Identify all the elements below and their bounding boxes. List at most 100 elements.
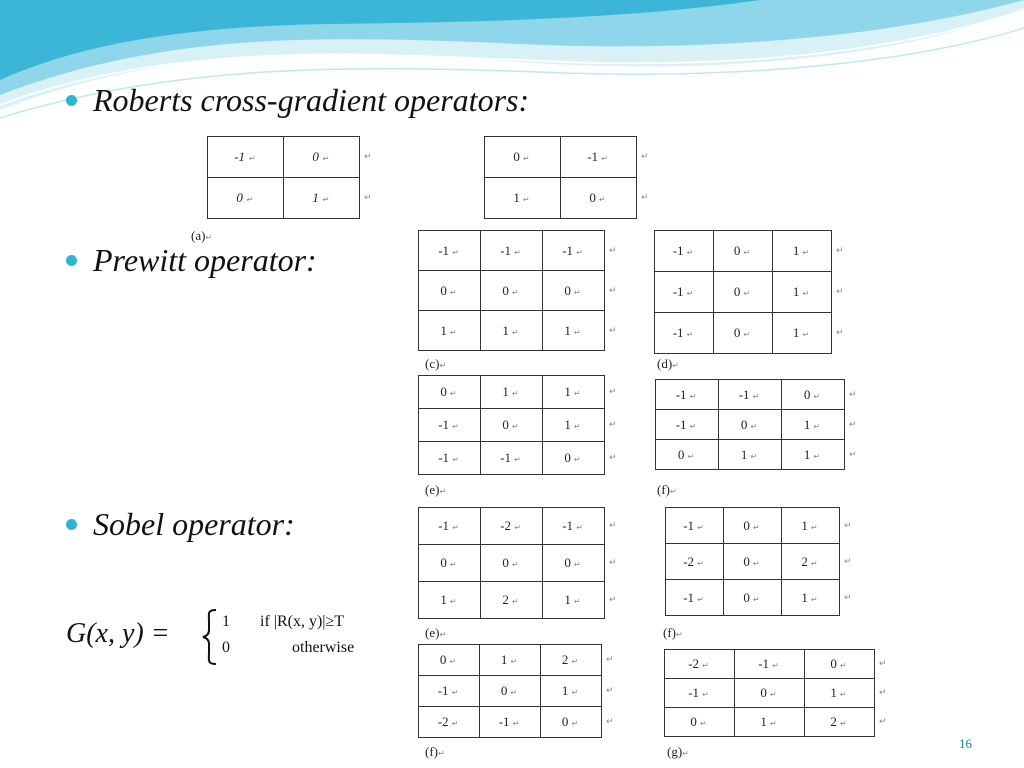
matrix-row: -1↵0↵1↵: [654, 230, 832, 272]
matrix-cell-value: -1: [738, 386, 750, 402]
return-mark-icon: ↵: [245, 195, 253, 204]
caption-text: (f): [663, 625, 676, 640]
matrix-cell-value: -1: [234, 149, 246, 164]
matrix-cell-value: 1: [564, 417, 571, 432]
matrix-cell: 0↵: [734, 678, 805, 708]
return-mark-icon: ↵: [510, 657, 518, 666]
matrix-cell-value: 1: [792, 243, 800, 258]
caption-text: (f): [425, 744, 438, 759]
return-mark-icon: ↵: [576, 523, 583, 532]
caption-text: (e): [425, 625, 440, 640]
matrix-cell-value: -1: [438, 450, 450, 465]
matrix-cell: -1↵: [542, 507, 605, 545]
return-mark-icon: ↵: [576, 247, 583, 257]
matrix-cell: 0↵: [418, 375, 481, 409]
matrix-cell: 1↵: [542, 408, 605, 442]
case1-value: 1: [222, 613, 230, 630]
matrix-cell: 0↵: [804, 649, 875, 679]
matrix-row: -1↵0↵1↵: [655, 409, 845, 440]
return-mark-icon: ↵: [514, 523, 521, 532]
matrix-cell-value: -2: [500, 518, 512, 533]
row-end-mark-icon: ↵: [849, 389, 857, 400]
matrix-cell-value: -1: [587, 149, 599, 164]
return-mark-icon: ↵: [687, 451, 695, 461]
return-mark-icon: ↵: [813, 451, 821, 461]
row-end-mark-icon: ↵: [849, 449, 857, 460]
return-mark-icon: ↵: [672, 361, 679, 370]
return-mark-icon: ↵: [802, 248, 810, 257]
prewitt-matrix-d: -1↵0↵1↵-1↵0↵1↵-1↵0↵1↵: [654, 230, 832, 354]
matrix-cell: 0↵: [283, 136, 360, 178]
caption-sobel-f2: (f)↵: [425, 744, 445, 760]
matrix-row: 0↵1↵1↵: [418, 375, 605, 409]
matrix-cell: -1↵: [480, 230, 543, 271]
matrix-cell-value: -2: [688, 656, 700, 671]
return-mark-icon: ↵: [573, 455, 581, 464]
return-mark-icon: ↵: [697, 558, 704, 568]
caption-text: (e): [425, 482, 440, 497]
matrix-cell-value: -1: [562, 518, 574, 533]
matrix-cell: -1↵: [207, 136, 284, 178]
matrix-cell-value: -1: [500, 242, 512, 258]
roberts-matrix-1: -1↵0↵0↵1↵: [207, 136, 360, 219]
matrix-cell-value: 0: [439, 652, 447, 667]
return-mark-icon: ↵: [810, 558, 818, 568]
return-mark-icon: ↵: [810, 522, 818, 532]
return-mark-icon: ↵: [839, 690, 847, 699]
bullet-prewitt-text: Prewitt operator:: [93, 242, 317, 278]
row-end-mark-icon: ↵: [844, 592, 852, 603]
matrix-cell: 1↵: [283, 177, 360, 219]
left-brace-icon: [202, 609, 217, 665]
matrix-cell: 0↵: [484, 136, 561, 178]
matrix-cell: 0↵: [723, 579, 782, 616]
roberts-matrix-2: 0↵-1↵1↵0↵: [484, 136, 637, 219]
return-mark-icon: ↵: [686, 289, 694, 298]
matrix-cell: 0↵: [655, 439, 719, 470]
matrix-cell-value: 1: [502, 322, 509, 338]
matrix-cell: 0↵: [718, 409, 782, 440]
matrix-cell-value: 1: [500, 652, 508, 667]
matrix-cell: -1↵: [560, 136, 637, 178]
return-mark-icon: ↵: [573, 560, 581, 569]
sobel-matrix-f1: -1↵0↵1↵-2↵0↵2↵-1↵0↵1↵: [665, 507, 840, 616]
matrix-cell-value: 0: [803, 386, 811, 402]
return-mark-icon: ↵: [752, 391, 760, 401]
matrix-cell: 0↵: [713, 271, 773, 313]
matrix-cell-value: 0: [513, 149, 520, 164]
matrix-row: -1↵0↵1↵: [665, 579, 840, 616]
matrix-cell: -1↵: [655, 379, 719, 410]
matrix-row: -2↵0↵2↵: [665, 543, 840, 580]
matrix-cell: -1↵: [655, 409, 719, 440]
matrix-cell-value: -1: [675, 416, 687, 432]
prewitt-matrix-e: 0↵1↵1↵-1↵0↵1↵-1↵-1↵0↵: [418, 375, 605, 475]
matrix-cell-value: -1: [500, 450, 512, 465]
matrix-cell-value: -1: [672, 243, 684, 258]
header-wave-decoration: [0, 0, 1024, 119]
matrix-cell: 0↵: [418, 544, 481, 582]
row-end-mark-icon: ↵: [606, 655, 614, 665]
row-end-mark-icon: ↵: [836, 328, 844, 338]
row-end-mark-icon: ↵: [609, 285, 617, 296]
matrix-row: -2↵-1↵0↵: [664, 649, 875, 679]
return-mark-icon: ↵: [772, 661, 779, 670]
return-mark-icon: ↵: [512, 719, 520, 728]
return-mark-icon: ↵: [573, 389, 581, 398]
matrix-cell-value: 1: [502, 384, 509, 399]
matrix-cell-value: 2: [502, 592, 509, 607]
matrix-cell-value: 1: [440, 322, 447, 338]
row-end-mark-icon: ↵: [606, 717, 614, 727]
matrix-cell-value: 2: [801, 553, 808, 569]
row-end-mark-icon: ↵: [606, 686, 614, 696]
matrix-cell-value: 1: [564, 592, 571, 607]
matrix-cell: 2↵: [781, 543, 840, 580]
row-end-mark-icon: ↵: [641, 193, 649, 203]
matrix-cell-value: 0: [312, 149, 319, 164]
caption-text: (c): [425, 356, 440, 371]
threshold-equation: G(x, y) = 1 if |R(x, y)|≥T 0 otherwise: [66, 609, 354, 665]
return-mark-icon: ↵: [839, 661, 847, 670]
return-mark-icon: ↵: [743, 248, 751, 257]
matrix-cell: 1↵: [781, 507, 840, 544]
row-end-mark-icon: ↵: [364, 193, 372, 203]
row-end-mark-icon: ↵: [836, 287, 844, 297]
